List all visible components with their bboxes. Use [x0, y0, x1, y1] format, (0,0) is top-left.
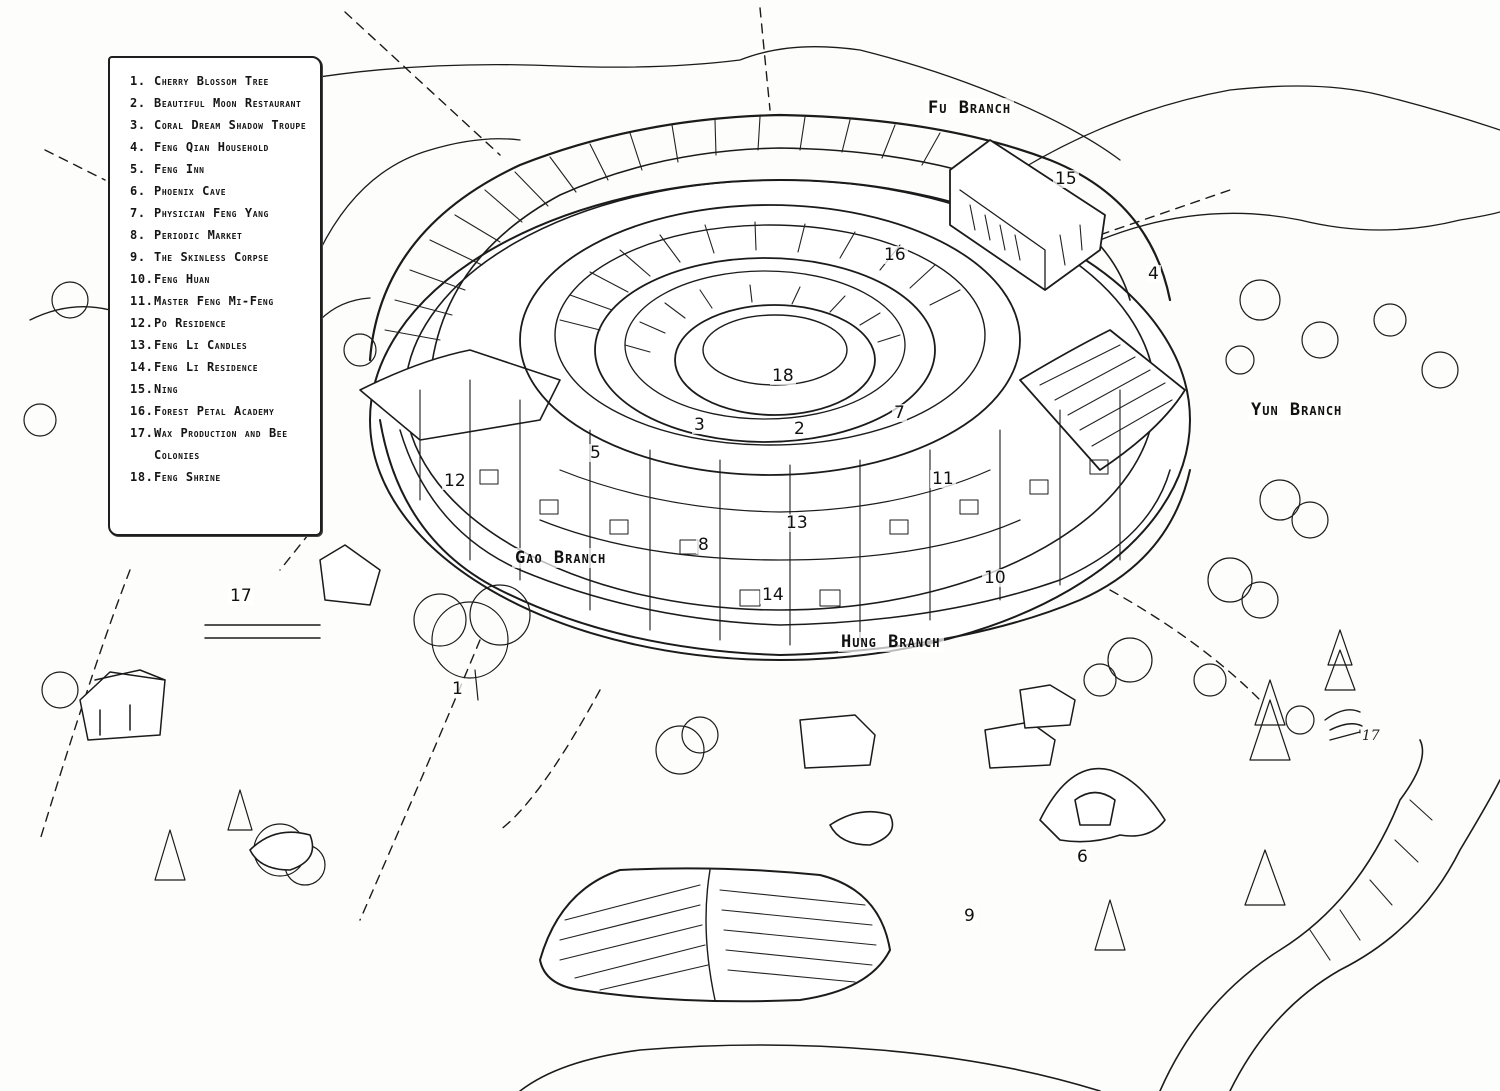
marker-ning[interactable]: 15 [1053, 169, 1079, 189]
marker-skinless-corpse[interactable]: 9 [962, 906, 977, 926]
marker-feng-qian-household[interactable]: 4 [1146, 264, 1161, 284]
artist-signature-mark [1324, 709, 1363, 741]
marker-physician-feng-yang[interactable]: 7 [892, 403, 907, 423]
marker-master-feng-mi-feng[interactable]: 11 [930, 469, 956, 489]
gao-branch-label: Gao Branch [512, 548, 610, 568]
marker-forest-petal-academy[interactable]: 16 [882, 245, 908, 265]
legend-list: 1.Cherry Blossom Tree 2.Beautiful Moon R… [130, 70, 314, 488]
marker-coral-dream-shadow-troupe[interactable]: 3 [692, 415, 707, 435]
marker-beautiful-moon-restaurant[interactable]: 2 [792, 419, 807, 439]
rice-paddy [539, 867, 891, 1003]
legend-scroll: 1.Cherry Blossom Tree 2.Beautiful Moon R… [102, 52, 322, 546]
legend-item: 10.Feng Huan [130, 272, 210, 286]
legend-item: 14.Feng Li Residence [130, 360, 259, 374]
legend-item: 17.Wax Production and Bee Colonies [130, 426, 288, 462]
trees [23, 279, 1459, 951]
legend-item: 5.Feng Inn [130, 162, 205, 176]
marker-wax-production[interactable]: 17 [228, 586, 254, 606]
outlying-houses [79, 544, 1076, 769]
tulou-inner-rings [519, 204, 1021, 476]
legend-item: 15.Ning [130, 382, 179, 396]
legend-item: 6.Phoenix Cave [130, 184, 227, 198]
marker-periodic-market[interactable]: 8 [696, 535, 711, 555]
marker-feng-li-candles[interactable]: 13 [784, 513, 810, 533]
roads [39, 7, 1261, 921]
tulou-outer-wall [359, 113, 1191, 661]
marker-feng-li-residence[interactable]: 14 [760, 585, 786, 605]
phoenix-cave-rocks [249, 767, 1166, 871]
marker-feng-huan[interactable]: 10 [982, 568, 1008, 588]
legend-item: 4.Feng Qian Household [130, 140, 269, 154]
legend-item: 9.The Skinless Corpse [130, 250, 269, 264]
legend-item: 16.Forest Petal Academy [130, 404, 275, 418]
marker-feng-inn[interactable]: 5 [588, 443, 603, 463]
tulou-front-section [379, 379, 1191, 656]
legend-item: 13.Feng Li Candles [130, 338, 248, 352]
marker-po-residence[interactable]: 12 [442, 471, 468, 491]
legend-item: 18.Feng Shrine [130, 470, 221, 484]
marker-cherry-blossom-tree[interactable]: 1 [450, 679, 465, 699]
marker-feng-shrine[interactable]: 18 [770, 366, 796, 386]
legend-item: 11.Master Feng Mi-Feng [130, 294, 274, 308]
fu-branch-label: Fu Branch [925, 98, 1015, 118]
artist-signature-year: '17 [1358, 728, 1380, 744]
legend-item: 12.Po Residence [130, 316, 227, 330]
hung-branch-label: Hung Branch [838, 632, 944, 652]
yun-branch-label: Yun Branch [1248, 400, 1346, 420]
legend-item: 8.Periodic Market [130, 228, 243, 242]
legend-item: 3.Coral Dream Shadow Troupe [130, 118, 307, 132]
legend-item: 1.Cherry Blossom Tree [130, 74, 269, 88]
marker-phoenix-cave[interactable]: 6 [1075, 847, 1090, 867]
legend-item: 7.Physician Feng Yang [130, 206, 269, 220]
legend-item: 2.Beautiful Moon Restaurant [130, 96, 302, 110]
river-cliff [519, 739, 1500, 1091]
